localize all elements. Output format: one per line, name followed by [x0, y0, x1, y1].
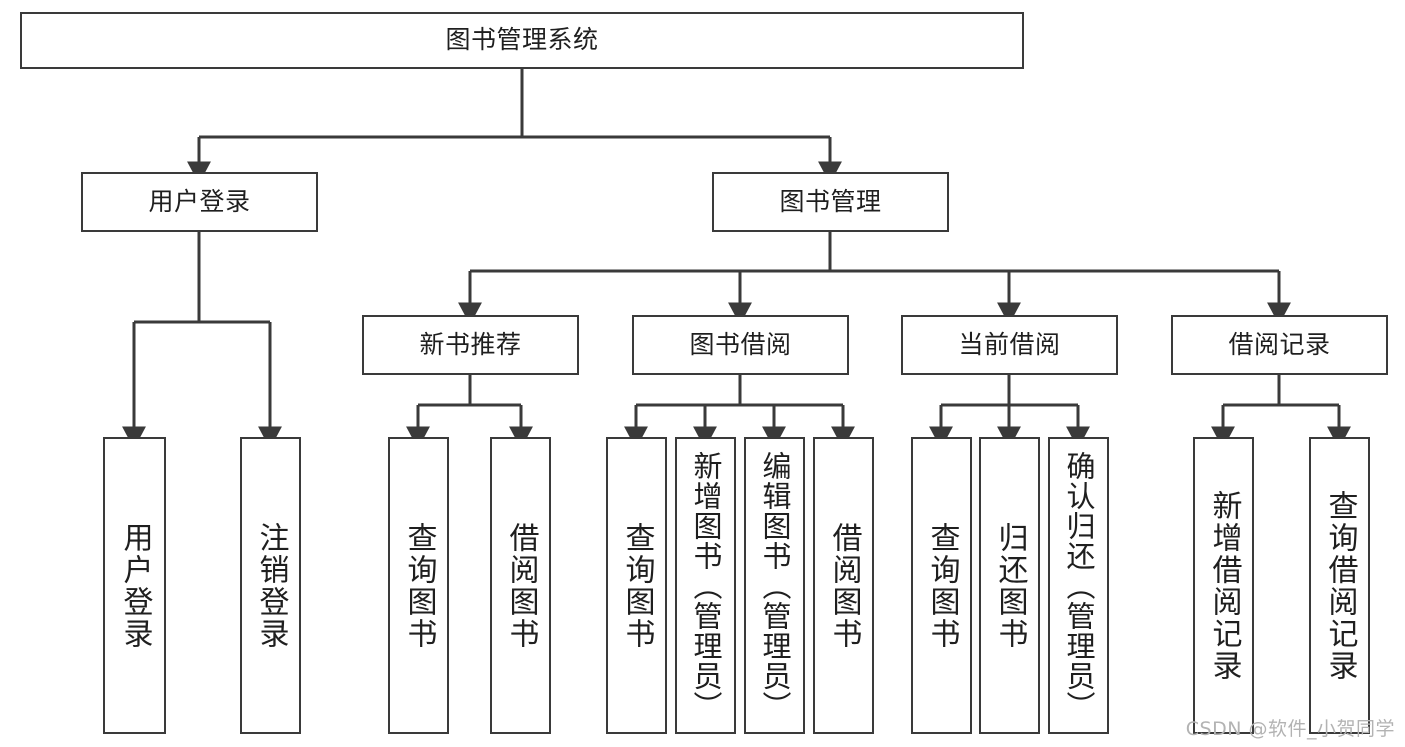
leaf-recommend-query-book[interactable]: 查询图书 [388, 437, 449, 734]
node-label: 查询借阅记录 [1322, 489, 1358, 682]
watermark-text: CSDN @软件_小贺同学 [1185, 718, 1395, 740]
node-label: 新书推荐 [419, 329, 522, 359]
leaf-borrow-borrow-book[interactable]: 借阅图书 [813, 437, 874, 734]
node-label: 新增图书（管理员） [689, 450, 723, 721]
node-root-system[interactable]: 图书管理系统 [20, 12, 1024, 69]
node-label: 查询图书 [924, 521, 960, 650]
node-borrow-record[interactable]: 借阅记录 [1171, 315, 1388, 375]
leaf-current-query-book[interactable]: 查询图书 [911, 437, 972, 734]
node-label: 查询图书 [401, 521, 437, 650]
node-label: 新增借阅记录 [1206, 489, 1242, 682]
leaf-record-add-record[interactable]: 新增借阅记录 [1193, 437, 1254, 734]
leaf-current-return-book[interactable]: 归还图书 [979, 437, 1040, 734]
leaf-user-login-signout[interactable]: 注销登录 [240, 437, 301, 734]
node-user-login[interactable]: 用户登录 [81, 172, 318, 232]
leaf-borrow-query-book[interactable]: 查询图书 [606, 437, 667, 734]
node-label: 编辑图书（管理员） [758, 450, 792, 721]
node-label: 注销登录 [253, 521, 289, 650]
leaf-user-login-signin[interactable]: 用户登录 [103, 437, 166, 734]
node-label: 图书管理系统 [445, 25, 599, 55]
node-label: 借阅图书 [503, 521, 539, 650]
node-label: 图书管理 [779, 186, 882, 216]
node-label: 当前借阅 [958, 329, 1061, 359]
node-label: 归还图书 [992, 521, 1028, 650]
node-label: 用户登录 [148, 186, 251, 216]
node-label: 图书借阅 [689, 329, 792, 359]
node-label: 确认归还（管理员） [1062, 450, 1096, 721]
leaf-current-confirm-return-admin[interactable]: 确认归还（管理员） [1048, 437, 1109, 734]
node-label: 查询图书 [619, 521, 655, 650]
node-new-book-recommend[interactable]: 新书推荐 [362, 315, 579, 375]
leaf-borrow-edit-book-admin[interactable]: 编辑图书（管理员） [744, 437, 805, 734]
node-label: 借阅记录 [1228, 329, 1331, 359]
node-label: 用户登录 [117, 521, 153, 650]
node-book-borrow[interactable]: 图书借阅 [632, 315, 849, 375]
leaf-record-query-record[interactable]: 查询借阅记录 [1309, 437, 1370, 734]
leaf-borrow-add-book-admin[interactable]: 新增图书（管理员） [675, 437, 736, 734]
node-label: 借阅图书 [826, 521, 862, 650]
node-book-management[interactable]: 图书管理 [712, 172, 949, 232]
leaf-recommend-borrow-book[interactable]: 借阅图书 [490, 437, 551, 734]
node-current-borrow[interactable]: 当前借阅 [901, 315, 1118, 375]
